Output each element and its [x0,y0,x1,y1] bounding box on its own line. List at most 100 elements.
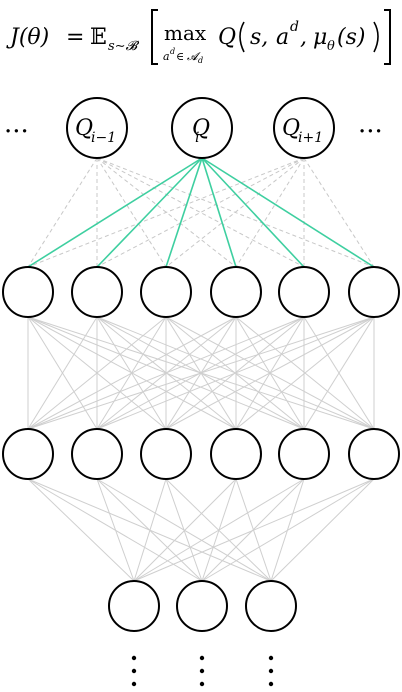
formula-args-s: s, [250,25,268,50]
q-node-subscript: i [195,130,199,146]
edge-mid3-bot0 [133,478,237,582]
q-node-1: Qi [171,97,233,159]
formula-expectation: 𝔼 [90,25,107,50]
edge-mid4-bot0 [133,478,305,582]
formula-max: max [164,21,207,45]
hidden-mid-node-0 [2,428,54,480]
q-node-0: Qi−1 [66,97,128,159]
left-ellipsis: ··· [4,117,29,147]
edge-top5-mid0 [27,316,375,430]
formula-args-a-sup: d [290,19,299,35]
edge-top5-mid4 [303,316,375,430]
bottom-node-0 [108,580,160,632]
edge-qi-top1 [96,157,203,268]
q-node-2: Qi+1 [273,97,335,159]
vdot-0-2 [131,681,137,687]
hidden-mid-node-3 [210,428,262,480]
formula-max-sub-set: 𝓐 [187,50,201,63]
vdot-2-2 [268,681,274,687]
objective-formula: J(θ) = 𝔼 s∼𝓑 max a d ∈ 𝓐 d Q s, a d , μ … [6,9,391,65]
hidden-top-node-5 [348,266,400,318]
edge-qi-top2 [165,157,203,268]
edge-mid1-bot0 [96,478,135,582]
edge-q0-top3 [96,157,237,268]
edge-qi-top4 [201,157,305,268]
top-to-mid-edges [27,316,375,430]
hidden-top-node-1 [71,266,123,318]
edge-top5-mid3 [235,316,375,430]
edge-mid5-bot2 [270,478,375,582]
formula-args-comma: , [300,25,307,50]
edge-q2-top2 [165,157,305,268]
vdot-0-0 [131,655,137,661]
bottom-node-2 [245,580,297,632]
formula-args-mu-arg: (s) [337,25,365,50]
right-ellipsis: ··· [358,117,383,147]
edge-q0-top2 [96,157,167,268]
edge-top5-mid1 [96,316,375,430]
edge-q0-top4 [96,157,305,268]
bottom-node-1 [176,580,228,632]
edge-top4-mid0 [27,316,305,430]
formula-right-bracket [384,9,391,65]
formula-expectation-sub: s∼𝓑 [108,39,140,54]
hidden-mid-node-1 [71,428,123,480]
edge-mid5-bot1 [201,478,375,582]
edge-q0-top0 [27,157,98,268]
edge-qi-top0 [27,157,203,268]
q-node-subscript: i+1 [298,130,323,146]
formula-left-paren [239,21,245,53]
edge-top1-mid0 [27,316,98,430]
vdot-2-0 [268,655,274,661]
q-node-subscript: i−1 [91,130,116,146]
edge-q2-top5 [303,157,375,268]
mid-to-bottom-edges [27,478,375,582]
vertical-ellipsis-group [131,655,274,687]
edge-top3-mid0 [27,316,237,430]
edge-q2-top3 [235,157,305,268]
q-to-top-edges [27,157,375,268]
edge-top5-mid2 [165,316,375,430]
formula-lhs: J(θ) [6,25,49,50]
hidden-mid-node-4 [278,428,330,480]
formula-args-a: a [276,25,289,50]
q-node-label: Q [75,116,93,141]
vdot-1-0 [199,655,205,661]
hidden-top-node-4 [278,266,330,318]
edge-top2-mid0 [27,316,167,430]
q-node-circle [66,97,128,159]
formula-right-paren [373,21,379,53]
hidden-top-node-2 [140,266,192,318]
formula-equals: = [66,25,84,50]
edge-mid2-bot1 [165,478,203,582]
vdot-2-1 [268,668,274,674]
edge-mid5-bot0 [133,478,375,582]
q-node-label: Q [282,116,300,141]
formula-left-bracket [151,9,158,65]
formula-max-sub-var: a [163,50,170,63]
formula-q: Q [218,25,236,50]
edge-qi-top3 [201,157,237,268]
hidden-top-node-0 [2,266,54,318]
q-node-circle [171,97,233,159]
q-node-circle [273,97,335,159]
highlighted-edges [27,157,375,268]
hidden-mid-node-5 [348,428,400,480]
formula-args-mu-sub: θ [327,39,335,54]
edge-mid2-bot0 [133,478,167,582]
edge-mid0-bot0 [27,478,135,582]
edge-qi-top5 [201,157,375,268]
vdot-1-2 [199,681,205,687]
formula-max-sub-set-sub: d [198,56,203,65]
edge-q2-top0 [27,157,305,268]
hidden-mid-node-2 [140,428,192,480]
formula-args-mu: μ [313,25,327,50]
q-node-label: Q [192,116,210,141]
formula-max-sub-sup: d [170,47,175,56]
vdot-0-1 [131,668,137,674]
vdot-1-1 [199,668,205,674]
formula-max-sub-in: ∈ [176,50,184,63]
edge-q2-top1 [96,157,305,268]
